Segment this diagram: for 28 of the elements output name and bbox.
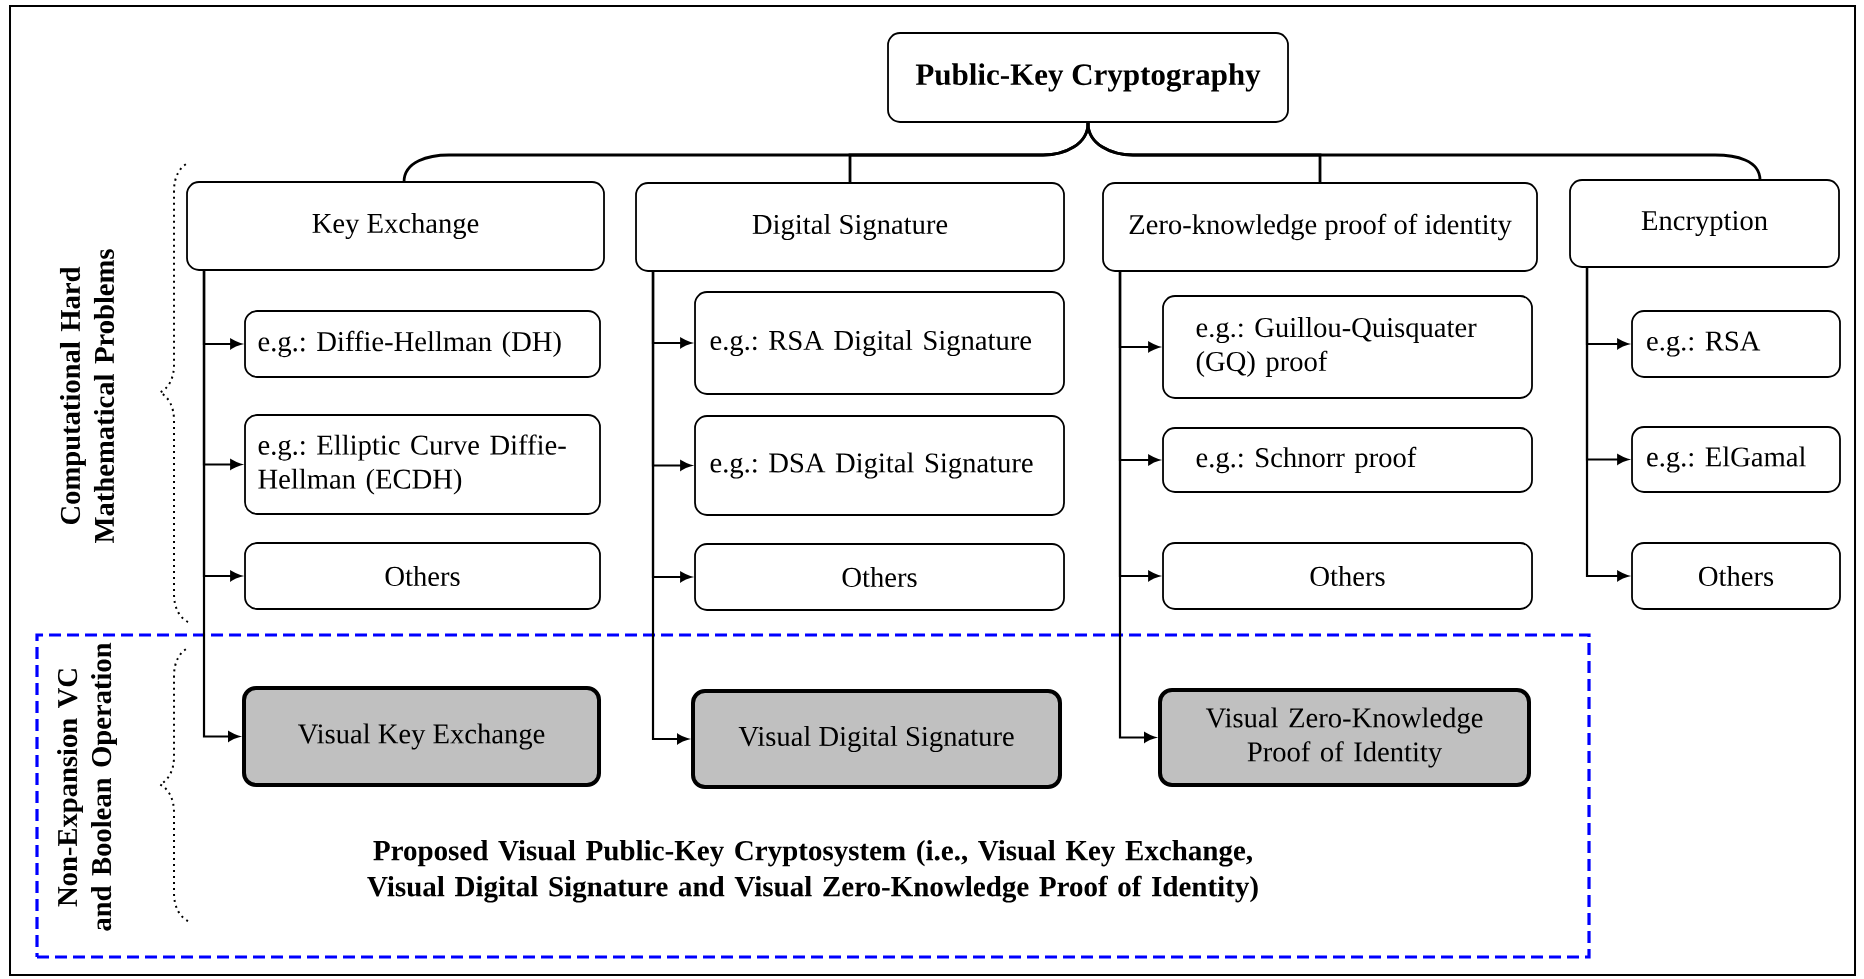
proposed-box: Visual Key Exchange (242, 686, 601, 787)
example-box: e.g.: Schnorr proof (1162, 427, 1533, 493)
arrow (1585, 267, 1629, 582)
example-box: e.g.: ElGamal (1631, 426, 1841, 493)
arrow (1118, 271, 1156, 743)
side-label: Non-Expansion VC and Boolean Operation (57, 642, 117, 931)
category-box: Digital Signature (635, 182, 1065, 272)
example-box: Others (244, 542, 601, 610)
example-box: e.g.: RSA (1631, 310, 1841, 378)
arrow (651, 271, 689, 745)
example-box: e.g.: Diffie-Hellman (DH) (244, 310, 601, 378)
arrow (202, 270, 240, 742)
example-box: Others (694, 543, 1065, 611)
connector (848, 122, 1090, 183)
category-box: Encryption (1569, 179, 1840, 268)
example-box: e.g.: Elliptic Curve Diffie-Hellman (ECDH) (244, 414, 601, 515)
proposed-box: Visual Zero-Knowledge Proof of Identity (1158, 688, 1531, 787)
category-box: Key Exchange (186, 181, 605, 271)
example-box: Others (1162, 542, 1533, 610)
example-box: e.g.: DSA Digital Signature (694, 415, 1065, 516)
side-label: Computational Hard Mathematical Problems (59, 249, 115, 543)
connector (1086, 122, 1762, 181)
example-box: e.g.: Guillou-Quisquater (GQ) proof (1162, 295, 1533, 399)
example-box: e.g.: RSA Digital Signature (694, 291, 1065, 395)
example-box: Others (1631, 542, 1841, 610)
root-box: Public-Key Cryptography (887, 32, 1289, 123)
proposed-box: Visual Digital Signature (691, 689, 1062, 789)
category-box: Zero-knowledge proof of identity (1102, 182, 1538, 272)
